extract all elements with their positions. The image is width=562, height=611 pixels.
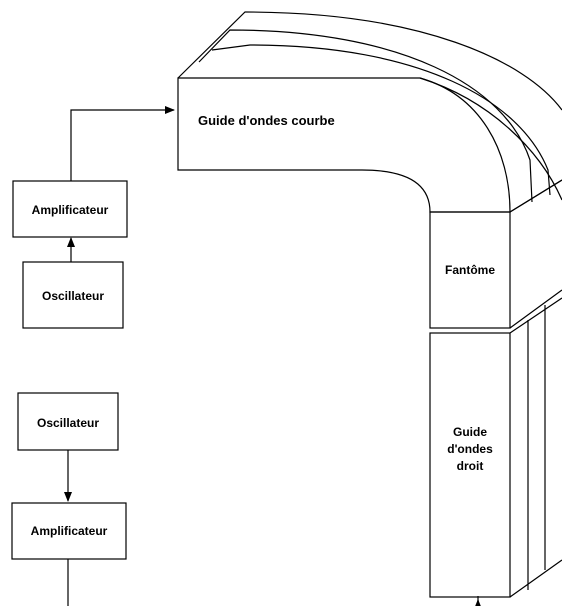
curved-guide-curve-3: [419, 77, 562, 201]
top-oscillator-box: [22, 261, 124, 329]
straight-guide-label-3: droit: [457, 459, 484, 473]
top-oscillator-label: Oscillateur: [42, 289, 104, 303]
curved-guide-top-face: [177, 11, 562, 111]
curved-guide-curve-2: [211, 44, 551, 196]
curved-waveguide: [177, 11, 562, 213]
top-amplifier-label: Amplificateur: [32, 203, 109, 217]
curved-guide-curve-1: [198, 29, 533, 203]
bottom-amplifier-label: Amplificateur: [31, 524, 108, 538]
top-chain: [12, 106, 175, 329]
bottom-oscillator-label: Oscillateur: [37, 416, 99, 430]
bottom-chain: [11, 392, 482, 609]
curved-guide-front-face: [177, 77, 511, 213]
phantom-front: [429, 211, 511, 329]
straight-guide-label-2: d'ondes: [447, 442, 493, 456]
phantom-side: [509, 179, 562, 329]
straight-guide-label-1: Guide: [453, 425, 487, 439]
phantom: [429, 179, 562, 329]
straight-guide-side: [509, 297, 562, 598]
curved-guide-label: Guide d'ondes courbe: [198, 113, 335, 128]
straight-guide-front: [429, 332, 511, 598]
straight-waveguide: [429, 297, 562, 598]
top-amp-to-guide-arrow: [70, 106, 175, 181]
bottom-amplifier-box: [11, 502, 127, 560]
phantom-label: Fantôme: [445, 263, 495, 277]
